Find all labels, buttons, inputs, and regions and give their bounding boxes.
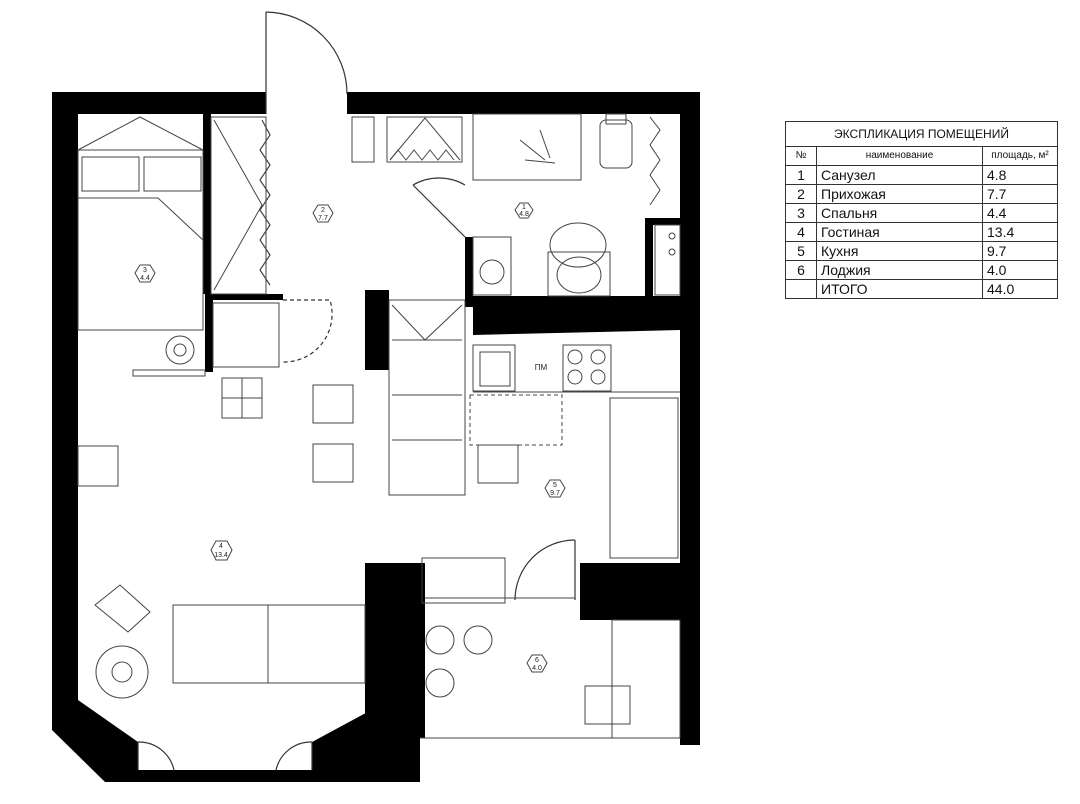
svg-text:6: 6 (535, 657, 539, 664)
walls (52, 92, 700, 782)
svg-text:4: 4 (219, 543, 223, 550)
svg-text:1: 1 (522, 204, 526, 211)
legend-header-num: № (785, 146, 817, 166)
svg-text:4.0: 4.0 (532, 665, 542, 672)
room-markers: 1 4.8 2 7.7 3 4.4 4 13.4 5 9.7 6 4.0 (134, 202, 566, 673)
svg-text:5: 5 (553, 482, 557, 489)
room-legend-table: ЭКСПЛИКАЦИЯ ПОМЕЩЕНИЙ № наименование пло… (785, 121, 1058, 299)
room-marker-1: 1 4.8 (514, 202, 534, 219)
room-marker-2: 2 7.7 (312, 204, 334, 223)
room-marker-3: 3 4.4 (134, 264, 156, 283)
room-marker-4: 4 13.4 (210, 540, 233, 561)
svg-text:4.8: 4.8 (519, 211, 529, 218)
svg-text:2: 2 (321, 207, 325, 214)
legend-title: ЭКСПЛИКАЦИЯ ПОМЕЩЕНИЙ (785, 121, 1058, 147)
svg-text:4.4: 4.4 (140, 275, 150, 282)
svg-text:9.7: 9.7 (550, 490, 560, 497)
svg-text:13.4: 13.4 (214, 552, 228, 559)
doors (137, 11, 576, 771)
legend-header-name: наименование (816, 146, 983, 166)
kitchen-marker: ПМ (535, 363, 548, 372)
legend-header-area: площадь, м² (982, 146, 1058, 166)
room-marker-6: 6 4.0 (526, 654, 548, 673)
fixtures (77, 113, 681, 739)
svg-text:7.7: 7.7 (318, 215, 328, 222)
room-marker-5: 5 9.7 (544, 479, 566, 498)
svg-text:3: 3 (143, 267, 147, 274)
floor-plan: 1 4.8 2 7.7 3 4.4 4 13.4 5 9.7 6 4.0 ПМ (52, 11, 700, 782)
